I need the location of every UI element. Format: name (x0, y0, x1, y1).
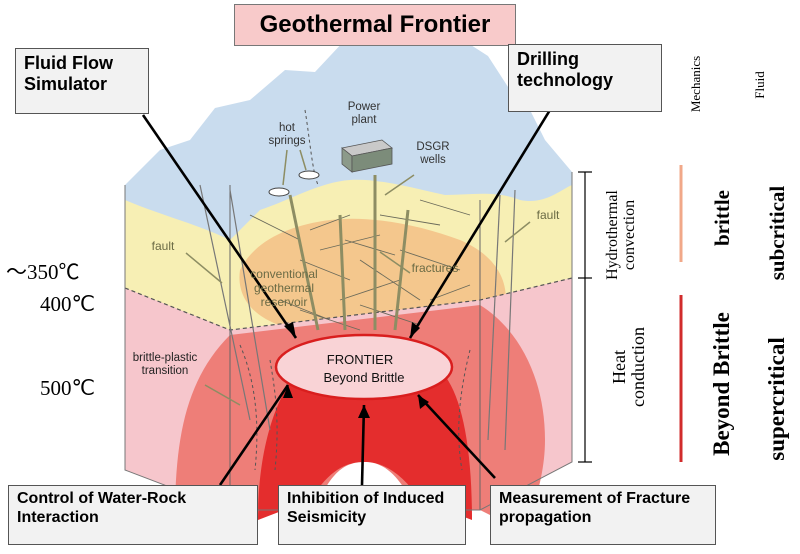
page-title: Geothermal Frontier (234, 4, 516, 46)
hydrothermal-convection-label: Hydrothermal convection (604, 190, 638, 280)
fault-lines (199, 184, 516, 451)
temp-350-label: ～350℃ (6, 260, 80, 284)
callout-arrowheads (283, 322, 429, 418)
depth-bracket (578, 171, 592, 463)
frontier-ellipse (274, 333, 454, 401)
fracture-propagation-box: Measurement of Fracture propagation (490, 485, 716, 545)
conventional-reservoir-label: conventional geothermal reservoir (250, 267, 318, 309)
beyond-brittle-label: Beyond Brittle (709, 312, 734, 456)
fluid-header: Fluid (752, 71, 767, 99)
temp-400-label: 400℃ (40, 292, 96, 316)
brittle-label: brittle (710, 190, 734, 246)
hot-spring-1 (268, 187, 290, 197)
dashed-faults (239, 109, 471, 471)
frontier-beyond-brittle-label: Beyond Brittle (323, 370, 405, 385)
fracture-lines (249, 199, 471, 331)
label-pointers (185, 149, 531, 406)
fractures-label: fractures (411, 261, 459, 275)
isotherm-350-line (124, 277, 573, 331)
brittle-plastic-label: brittle-plastic transition (132, 352, 198, 378)
induced-seismicity-box: Inhibition of Induced Seismicity (278, 485, 466, 545)
dsgr-wells-label: DSGR wells (416, 141, 450, 167)
hot-spring-2 (298, 170, 320, 180)
conventional-reservoir-area (239, 218, 506, 332)
mechanics-header: Mechanics (688, 55, 703, 113)
fault-left-label: fault (151, 239, 175, 253)
subcritical-label: subcritical (765, 185, 789, 281)
temp-500-label: 500℃ (40, 376, 96, 400)
hot-springs-label: hot springs (268, 122, 306, 148)
callout-arrows (141, 109, 552, 486)
power-plant-label: Power plant (347, 101, 381, 127)
dsgr-wells (288, 175, 410, 331)
fault-right-label: fault (536, 208, 560, 222)
power-plant (341, 139, 393, 173)
supercritical-core (258, 370, 472, 520)
fluid-flow-simulator-box: Fluid Flow Simulator (15, 48, 149, 114)
frontier-label: FRONTIER (326, 352, 394, 367)
supercritical-label: supercritical (764, 337, 789, 461)
drilling-technology-box: Drilling technology (508, 44, 662, 112)
water-rock-interaction-box: Control of Water-Rock Interaction (8, 485, 258, 545)
heat-conduction-label: Heat conduction (609, 327, 648, 407)
